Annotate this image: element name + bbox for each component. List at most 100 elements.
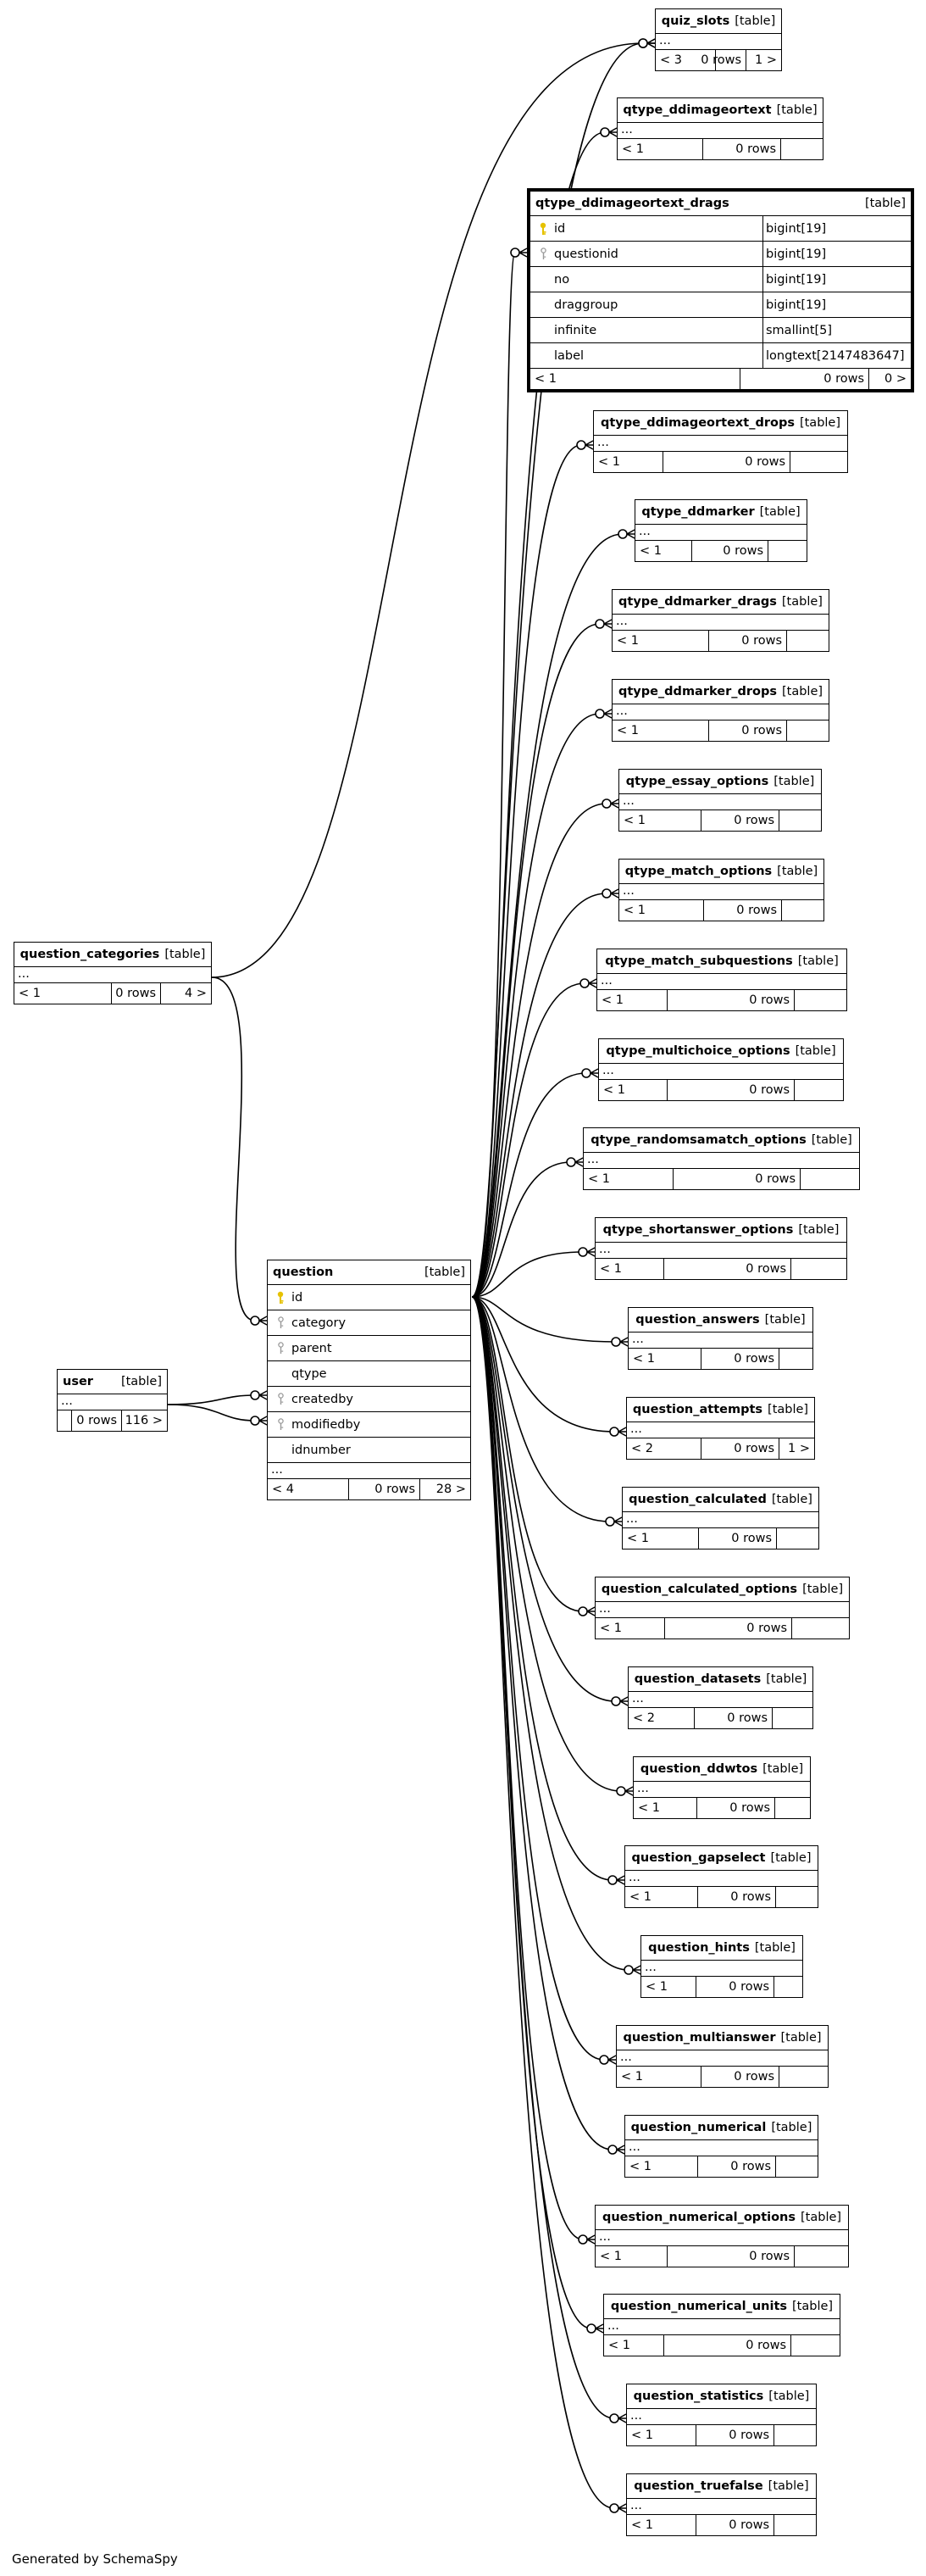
table-name[interactable]: qtype_shortanswer_options	[602, 1223, 794, 1237]
children-count[interactable]	[779, 1349, 812, 1369]
children-count[interactable]	[791, 1618, 849, 1639]
children-count[interactable]	[775, 2156, 818, 2177]
table-name[interactable]: qtype_match_subquestions	[605, 954, 793, 968]
children-count[interactable]	[786, 721, 829, 741]
children-count[interactable]: 116 >	[121, 1410, 167, 1431]
children-count[interactable]	[775, 1887, 818, 1907]
children-count[interactable]: 1 >	[746, 50, 781, 70]
children-count[interactable]	[776, 1528, 818, 1549]
children-count[interactable]	[772, 1708, 812, 1728]
parents-count[interactable]: < 1	[646, 1980, 668, 1994]
table-name[interactable]: qtype_essay_options	[625, 775, 769, 788]
parents-count[interactable]: < 1	[624, 904, 646, 917]
table-name[interactable]: question_numerical	[630, 2121, 767, 2134]
parents-count[interactable]: < 1	[535, 372, 557, 386]
table-name[interactable]: question_datasets	[634, 1672, 762, 1686]
table-name[interactable]: question_hints	[648, 1941, 750, 1955]
table-name[interactable]: question_calculated_options	[601, 1583, 798, 1596]
parents-count[interactable]: < 1	[617, 634, 639, 648]
column-id[interactable]: id	[268, 1285, 470, 1310]
table-header[interactable]: question_numerical_options[table]	[596, 2206, 848, 2230]
parents-count[interactable]: < 2	[631, 1442, 653, 1455]
parents-count[interactable]: < 1	[600, 2250, 622, 2263]
table-header[interactable]: qtype_ddimageortext[table]	[618, 98, 823, 123]
table-name[interactable]: question_gapselect	[631, 1851, 766, 1865]
parents-count[interactable]: < 3	[660, 53, 682, 67]
children-count[interactable]	[794, 990, 846, 1010]
table-name[interactable]: qtype_ddmarker_drags	[618, 595, 777, 609]
table-header[interactable]: qtype_multichoice_options[table]	[599, 1039, 843, 1064]
table-header[interactable]: question_calculated_options[table]	[596, 1577, 849, 1602]
table-header[interactable]: question_numerical[table]	[625, 2116, 818, 2140]
parents-count[interactable]: < 1	[617, 724, 639, 737]
children-count[interactable]	[768, 541, 807, 561]
parents-count[interactable]: < 1	[588, 1172, 610, 1186]
parents-count[interactable]: < 2	[633, 1711, 655, 1725]
table-name[interactable]: qtype_ddimageortext_drops	[600, 416, 795, 430]
children-count[interactable]	[774, 2515, 816, 2535]
table-name[interactable]: question_multianswer	[623, 2031, 776, 2045]
table-name[interactable]: question_statistics	[633, 2390, 764, 2403]
column-parent[interactable]: parent	[268, 1336, 470, 1361]
table-header[interactable]: qtype_ddimageortext_drags[table]	[530, 192, 911, 216]
table-header[interactable]: question[table]	[268, 1260, 470, 1285]
parents-count[interactable]: < 1	[627, 1532, 649, 1545]
children-count[interactable]: 4 >	[160, 983, 211, 1004]
parents-count[interactable]: < 1	[631, 2518, 653, 2532]
table-header[interactable]: question_attempts[table]	[627, 1398, 814, 1422]
parents-count[interactable]: < 1	[19, 987, 41, 1000]
children-count[interactable]	[790, 1259, 846, 1279]
table-name[interactable]: qtype_randomsamatch_options	[591, 1133, 807, 1147]
table-header[interactable]: question_datasets[table]	[629, 1667, 812, 1692]
table-header[interactable]: question_ddwtos[table]	[634, 1757, 810, 1782]
parents-count[interactable]: < 1	[638, 1801, 660, 1815]
table-name[interactable]: question_numerical_options	[602, 2211, 796, 2224]
children-count[interactable]: 28 >	[419, 1479, 470, 1499]
table-name[interactable]: question_attempts	[632, 1403, 763, 1416]
table-header[interactable]: qtype_match_options[table]	[619, 860, 823, 884]
children-count[interactable]	[774, 2425, 816, 2445]
parents-count[interactable]: < 1	[633, 1352, 655, 1366]
parents-count[interactable]: < 4	[272, 1483, 294, 1496]
table-header[interactable]: qtype_shortanswer_options[table]	[596, 1218, 846, 1243]
table-header[interactable]: question_gapselect[table]	[625, 1846, 818, 1871]
table-name[interactable]: qtype_ddmarker	[641, 505, 755, 519]
children-count[interactable]	[781, 900, 823, 921]
parents-count[interactable]: < 1	[624, 814, 646, 827]
column-createdby[interactable]: createdby	[268, 1387, 470, 1412]
table-header[interactable]: qtype_ddmarker_drags[table]	[613, 590, 829, 615]
table-name[interactable]: user	[63, 1375, 93, 1388]
table-name[interactable]: qtype_match_options	[624, 865, 773, 878]
table-name[interactable]: question_calculated	[629, 1493, 767, 1506]
parents-count[interactable]: < 1	[598, 455, 620, 469]
table-header[interactable]: qtype_ddmarker_drops[table]	[613, 680, 829, 704]
table-name[interactable]: qtype_ddimageortext_drags	[535, 197, 729, 210]
children-count[interactable]: 0 >	[868, 369, 911, 389]
parents-count[interactable]: < 1	[600, 1622, 622, 1635]
parents-count[interactable]: < 1	[631, 2429, 653, 2442]
table-name[interactable]: qtype_ddimageortext	[623, 103, 772, 117]
children-count[interactable]	[774, 1798, 810, 1818]
